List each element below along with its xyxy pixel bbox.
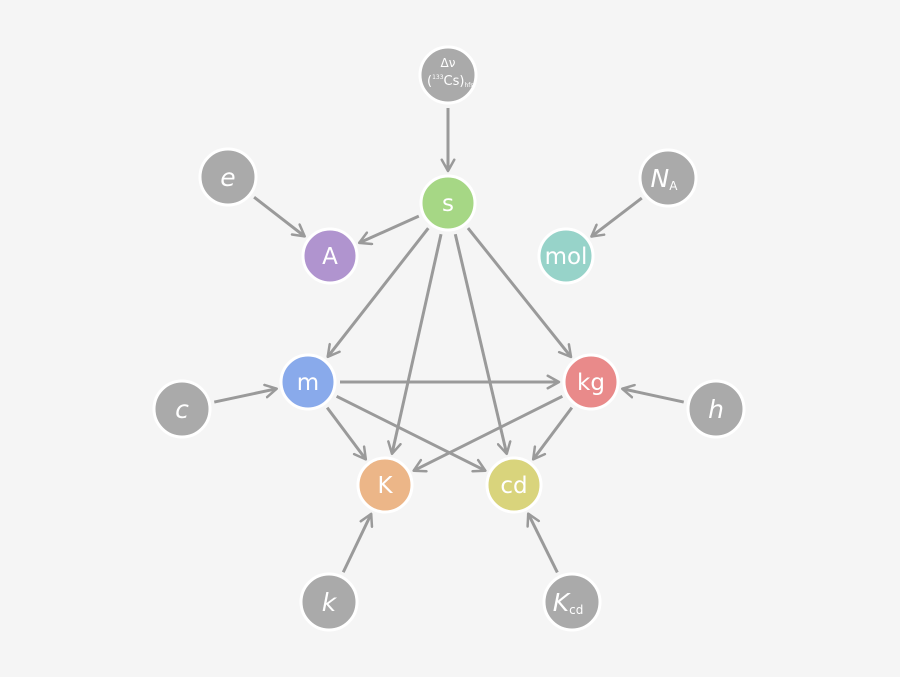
constant-subscript: cd: [569, 603, 583, 617]
unit-label: cd: [500, 473, 527, 499]
constant-symbol: e: [220, 163, 235, 192]
arrow-s-to-A: [357, 214, 420, 246]
arrow-h-to-kg: [621, 383, 685, 404]
unit-label: s: [442, 191, 454, 217]
unit-label: kg: [577, 370, 605, 396]
dependency-arrows: [213, 108, 685, 574]
constant-node-e: e: [198, 147, 258, 207]
unit-circle: [301, 227, 359, 285]
constant-symbol: h: [708, 395, 724, 424]
arrow-s-to-kg: [466, 227, 573, 359]
unit-circle: [537, 227, 595, 285]
arrow-m-to-cd: [335, 394, 487, 473]
constant-label: h: [708, 395, 724, 424]
constant-node-k: k: [299, 572, 359, 632]
constant-node-NA: NA: [638, 148, 698, 208]
constant-label: NA: [651, 164, 679, 193]
constant-label: e: [220, 163, 235, 192]
constant-label-main: (133Cs)hfs: [427, 74, 474, 89]
unit-circle: [485, 456, 543, 514]
constant-circle: [418, 45, 478, 105]
constant-symbol: c: [175, 395, 189, 424]
constant-circle: [686, 379, 746, 439]
unit-circle: [419, 174, 477, 232]
label-open-paren: (: [427, 74, 432, 89]
constant-node-h: h: [686, 379, 746, 439]
constant-label: c: [175, 395, 189, 424]
arrow-k-to-K: [341, 512, 374, 573]
arrow-c-to-m: [213, 383, 278, 404]
constant-label: Kcd: [553, 588, 584, 617]
arrow-s-to-m: [326, 227, 430, 359]
unit-circle: [279, 353, 337, 411]
unit-node-A: A: [301, 227, 359, 285]
arrow-s-to-K: [387, 233, 443, 456]
label-element: Cs): [444, 74, 465, 89]
arrow-NA-to-mol: [590, 196, 643, 238]
unit-circle: [356, 456, 414, 514]
unit-label: K: [377, 473, 393, 499]
constant-subscript: A: [669, 179, 678, 193]
constant-circle: [638, 148, 698, 208]
unit-label: m: [297, 370, 319, 396]
constant-node-c: c: [152, 379, 212, 439]
unit-label: mol: [545, 244, 588, 270]
label-isotope: 133: [432, 74, 444, 81]
arrow-m-to-K: [325, 406, 368, 461]
constant-circle: [299, 572, 359, 632]
arrow-Kcd-to-cd: [526, 512, 559, 574]
constant-circle: [198, 147, 258, 207]
constant-symbol: K: [553, 588, 572, 617]
unit-circle: [562, 353, 620, 411]
constant-node-Kcd: Kcd: [542, 572, 602, 632]
constant-node-dnu: Δν (133Cs)hfs: [418, 45, 478, 105]
constant-symbol: k: [322, 588, 338, 617]
constant-circle: [542, 572, 602, 632]
constant-label: k: [322, 588, 338, 617]
arrow-s-to-cd: [453, 233, 512, 456]
arrow-kg-to-cd: [531, 406, 574, 461]
constant-circle: [152, 379, 212, 439]
arrow-kg-to-K: [412, 394, 564, 473]
unit-node-m: m: [279, 353, 337, 411]
label-subscript: hfs: [464, 82, 473, 89]
unit-node-cd: cd: [485, 456, 543, 514]
unit-node-kg: kg: [562, 353, 620, 411]
unit-node-K: K: [356, 456, 414, 514]
constant-label-top: Δν: [441, 56, 456, 70]
unit-label: A: [322, 244, 338, 270]
arrow-e-to-A: [253, 196, 306, 238]
constant-symbol: N: [651, 164, 670, 193]
unit-node-mol: mol: [537, 227, 595, 285]
unit-node-s: s: [419, 174, 477, 232]
